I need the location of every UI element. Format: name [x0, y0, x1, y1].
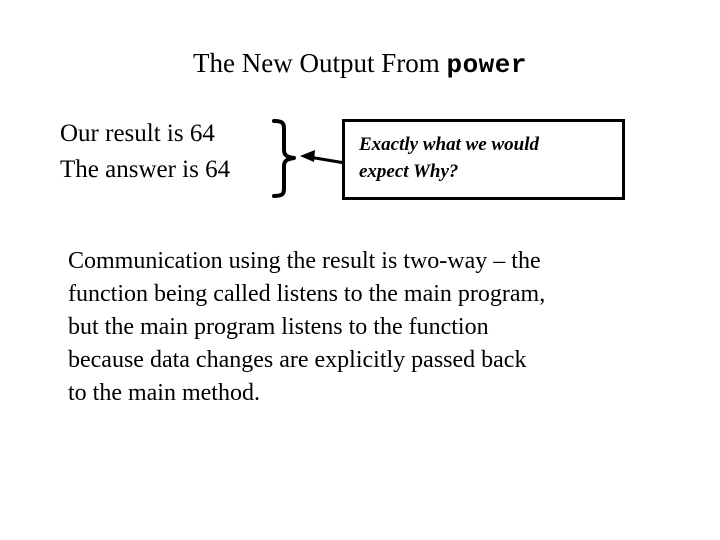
- left-pointing-arrow-icon: [300, 150, 347, 165]
- body-line-4: because data changes are explicitly pass…: [68, 347, 527, 373]
- page-title-code: power: [446, 50, 527, 80]
- page-title-plain: The New Output From: [193, 48, 447, 78]
- callout-line-1: Exactly what we would: [359, 134, 539, 155]
- body-line-2: function being called listens to the mai…: [68, 281, 546, 307]
- callout-line-2: expect Why?: [359, 161, 459, 182]
- body-line-1: Communication using the result is two-wa…: [68, 248, 541, 274]
- page-title: The New Output From power: [0, 46, 720, 82]
- callout-text: Exactly what we would expect Why?: [359, 131, 609, 185]
- program-output-block: Our result is 64 The answer is 64: [60, 116, 275, 188]
- callout-box: Exactly what we would expect Why?: [342, 119, 625, 200]
- output-line-1: Our result is 64: [60, 120, 215, 147]
- body-paragraph: Communication using the result is two-wa…: [68, 245, 643, 410]
- body-line-3: but the main program listens to the func…: [68, 314, 489, 340]
- right-curly-brace-icon: [272, 119, 296, 198]
- body-line-5: to the main method.: [68, 380, 260, 406]
- output-line-2: The answer is 64: [60, 156, 231, 183]
